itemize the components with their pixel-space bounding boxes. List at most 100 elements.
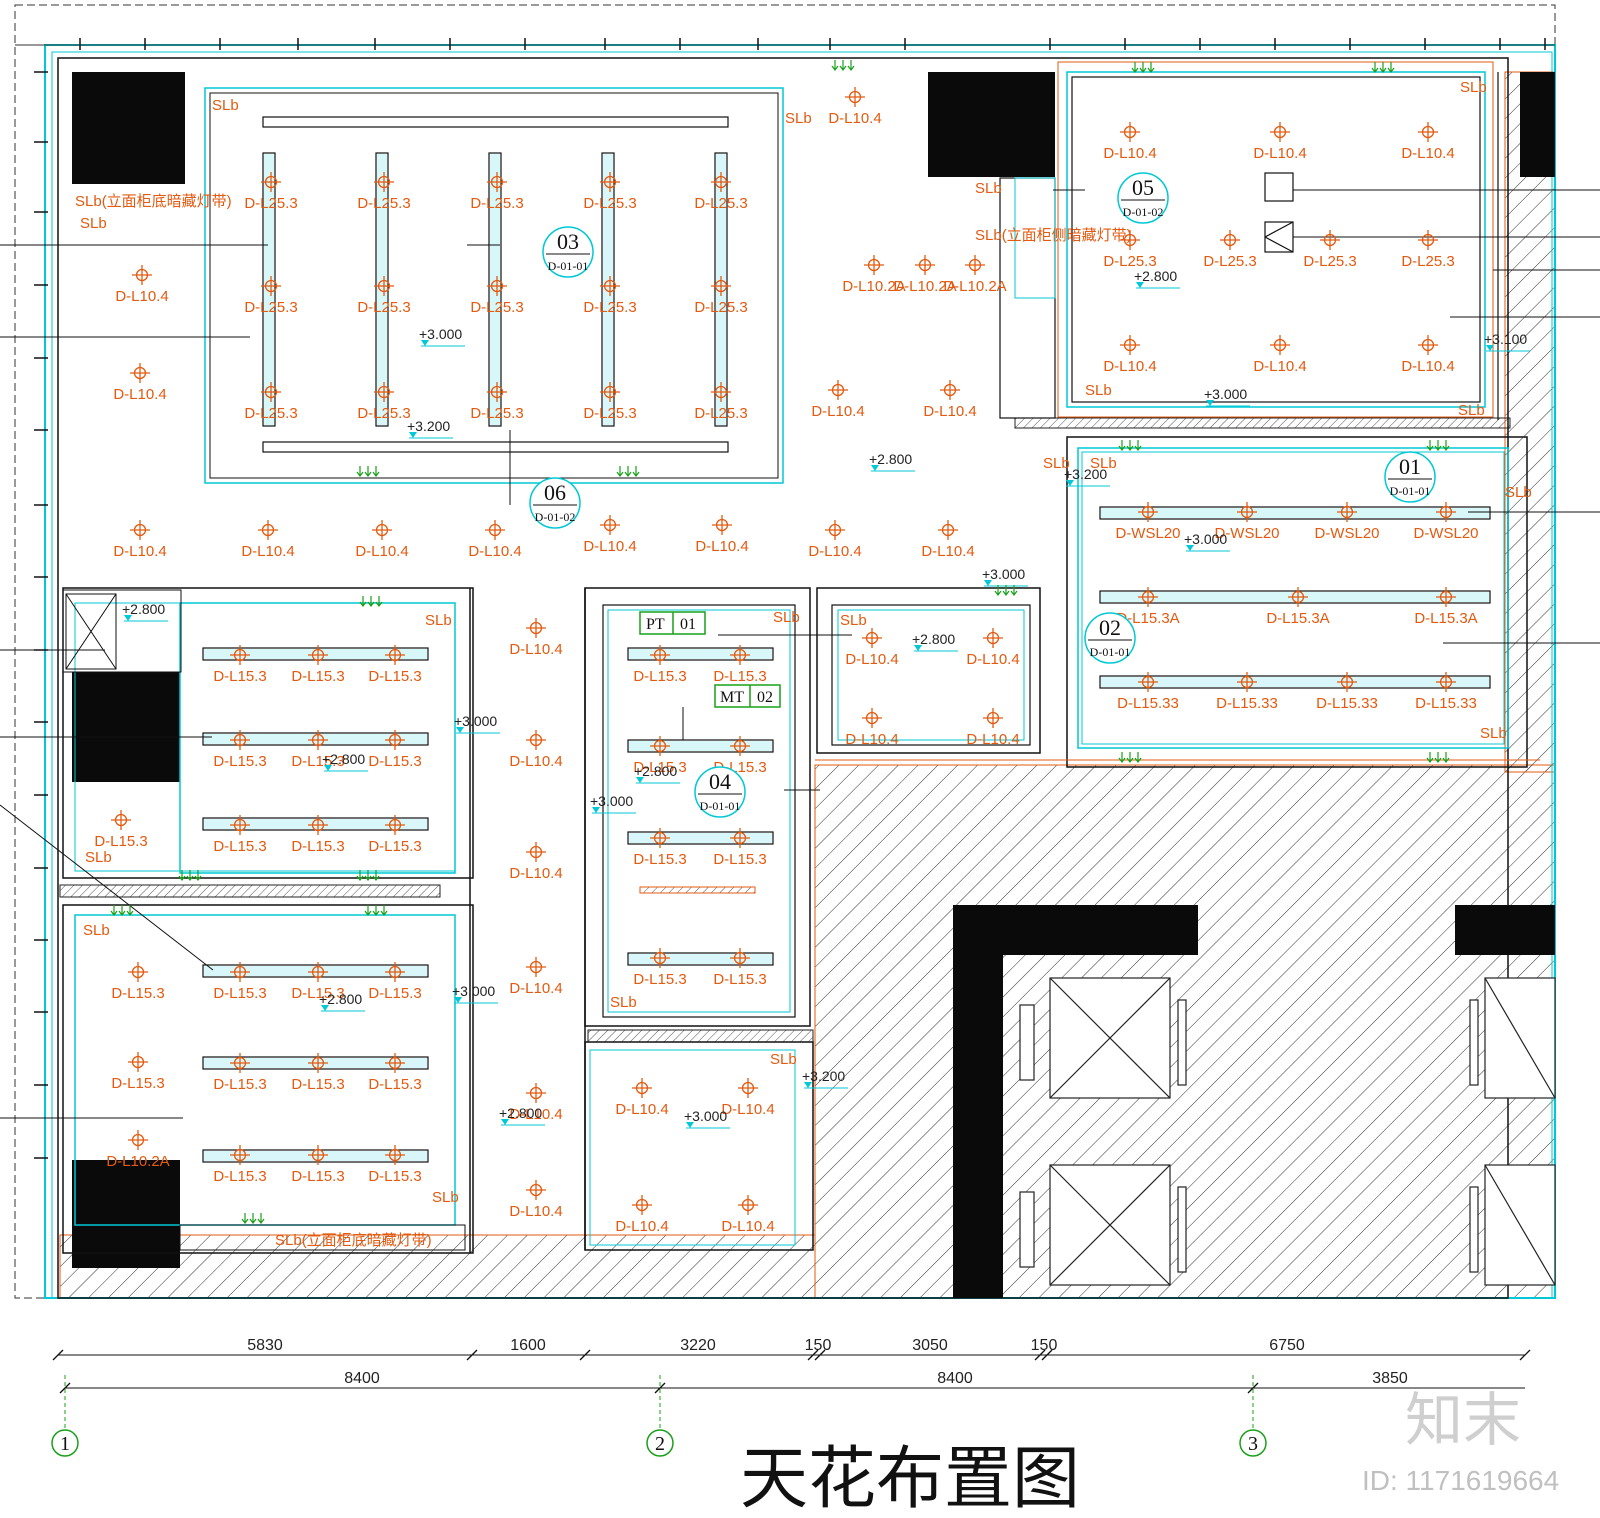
fixture-label: D-L25.3 xyxy=(1103,253,1156,270)
section-tag-circle xyxy=(1117,172,1169,224)
fixture-symbol xyxy=(1137,586,1159,608)
dimension-tick xyxy=(654,1382,666,1394)
fixture-label: D-L25.3 xyxy=(694,299,747,316)
fixture-label: D-L10.2A xyxy=(842,278,905,295)
fixture-symbol xyxy=(525,1082,547,1104)
fixture-label: D-L10.4 xyxy=(923,403,976,420)
fixture-label: D-L15.3 xyxy=(713,971,766,988)
vent-arrow xyxy=(1426,751,1450,763)
dimension-tick xyxy=(466,1349,478,1361)
slb-label: SLb xyxy=(83,922,110,939)
fixture-symbol xyxy=(131,264,153,286)
section-tag-ref: D-01-02 xyxy=(1123,205,1164,219)
dimension-value: 3050 xyxy=(912,1337,948,1354)
elevator-shafts xyxy=(1019,977,1556,1286)
fixture-label: D-L10.4 xyxy=(355,543,408,560)
vent-arrow xyxy=(1371,61,1395,73)
fixture-label: D-L15.3 xyxy=(633,668,686,685)
material-tag-mt: MT 02 xyxy=(714,684,781,708)
strip-label-cabinet-bottom-top: SLb(立面柜底暗藏灯带) xyxy=(75,193,232,210)
fixture-label: D-L15.3 xyxy=(633,759,686,776)
axis-label: 2 xyxy=(655,1433,665,1455)
fixture-label: D-L10.4 xyxy=(828,110,881,127)
dimension-tick xyxy=(1034,1349,1046,1361)
fixture-label: D-L10.4 xyxy=(509,1106,562,1123)
dimension-value: 1600 xyxy=(510,1337,546,1354)
fixture-symbol xyxy=(1435,586,1457,608)
elevation-label: +2.800 xyxy=(499,1105,542,1121)
section-tags: 03D-01-0106D-01-0205D-01-0201D-01-0102D-… xyxy=(529,172,1436,818)
dimension-value: 150 xyxy=(1031,1337,1058,1354)
fixture-label: D-L10.4 xyxy=(721,1101,774,1118)
elevation-label: +2.800 xyxy=(1134,268,1177,284)
axis-circle xyxy=(51,1429,79,1457)
fixture-label: D-L10.4 xyxy=(845,731,898,748)
fixture-label: D-L10.4 xyxy=(509,641,562,658)
fixture-label: D-L25.3 xyxy=(244,299,297,316)
elevation-label: +3.000 xyxy=(1184,531,1227,547)
fixture-symbol xyxy=(1269,334,1291,356)
fixture-label: D-L25.3 xyxy=(583,299,636,316)
fixture-symbol xyxy=(525,617,547,639)
fixture-label: D-L10.4 xyxy=(721,1218,774,1235)
fixture-label: D-L15.3 xyxy=(111,985,164,1002)
vent-arrow xyxy=(1118,439,1142,451)
material-tag-pt-num: 01 xyxy=(680,616,696,633)
drawing-title: 天花布置图 xyxy=(740,1440,1080,1518)
fixture-symbol xyxy=(710,171,732,193)
fixture-symbol xyxy=(371,519,393,541)
section-tag-circle xyxy=(1384,451,1436,503)
fixture-label: D-L15.3 xyxy=(213,668,266,685)
fixture-symbol xyxy=(1119,334,1141,356)
vent-arrow xyxy=(1118,751,1142,763)
fixture-symbol xyxy=(1417,229,1439,251)
fixture-label: D-WSL20 xyxy=(1115,525,1180,542)
slb-label: SLb xyxy=(1505,484,1532,501)
slb-label: SLb xyxy=(1458,402,1485,419)
section-tag-number: 01 xyxy=(1399,454,1421,479)
dimension-value: 8400 xyxy=(344,1370,380,1387)
fixture-symbol xyxy=(525,956,547,978)
column-blocks xyxy=(72,72,1555,1298)
slb-label: SLb xyxy=(785,110,812,127)
fixture-label: D-L15.3 xyxy=(291,668,344,685)
elevation-label: +3.000 xyxy=(452,983,495,999)
strip-label-cabinet-side: SLb(立面柜侧暗藏灯带) xyxy=(975,227,1132,244)
elevation-label: +3.000 xyxy=(1204,386,1247,402)
axis-circle xyxy=(646,1429,674,1457)
vent-arrow xyxy=(110,904,134,916)
fixture-label: D-L15.3A xyxy=(1414,610,1477,627)
fixture-label: D-L15.3 xyxy=(368,1076,421,1093)
elevation-label: +3.000 xyxy=(684,1108,727,1124)
section-tag-ref: D-01-01 xyxy=(548,259,589,273)
fixture-symbol xyxy=(525,1179,547,1201)
fixture-label: D-L15.3 xyxy=(213,753,266,770)
fixture-symbol xyxy=(129,362,151,384)
fixture-label: D-L25.3 xyxy=(244,195,297,212)
fixture-label: D-L10.4 xyxy=(921,543,974,560)
fixture-label: D-WSL20 xyxy=(1214,525,1279,542)
fixture-label: D-L15.33 xyxy=(1117,695,1179,712)
fixture-symbol xyxy=(307,1052,329,1074)
fixture-label: D-L10.4 xyxy=(1103,358,1156,375)
fixture-symbol xyxy=(110,809,132,831)
fixture-symbol xyxy=(1269,121,1291,143)
section-tag-ref: D-01-02 xyxy=(535,510,576,524)
elevation-label: +2.800 xyxy=(634,763,677,779)
slb-label: SLb xyxy=(85,849,112,866)
fixture-symbol xyxy=(1137,671,1159,693)
strip-label-cabinet-bottom-bottom: SLb(立面柜底暗藏灯带) xyxy=(275,1232,432,1249)
fixture-symbol xyxy=(257,519,279,541)
dimension-tick xyxy=(1247,1382,1259,1394)
fixture-symbol xyxy=(1417,334,1439,356)
fixture-label: D-L15.3 xyxy=(713,668,766,685)
fixture-label: D-L15.3A xyxy=(1266,610,1329,627)
section-tag-number: 05 xyxy=(1132,175,1154,200)
slb-label: SLb xyxy=(770,1051,797,1068)
fixture-label: D-L10.4 xyxy=(966,651,1019,668)
fixture-label: D-L15.3 xyxy=(213,1076,266,1093)
axis-circle xyxy=(1239,1429,1267,1457)
fixture-label: D-L15.33 xyxy=(1316,695,1378,712)
